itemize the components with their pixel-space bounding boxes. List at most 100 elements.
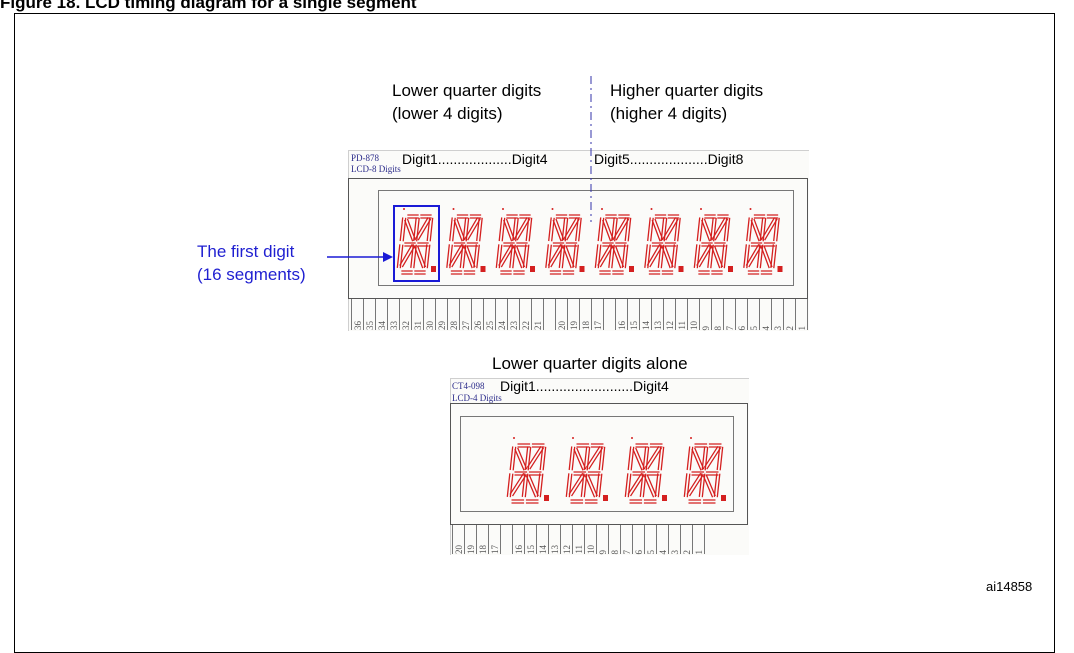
pin-gap [604, 299, 616, 330]
segment-13 [651, 218, 664, 242]
lower-quarter-line1: Lower quarter digits [392, 81, 542, 100]
segment-15 [627, 472, 645, 497]
pin-24: 24 [496, 299, 508, 330]
segment-13 [632, 447, 646, 471]
lcd8-range-left: Digit1...................Digit4 [402, 151, 548, 167]
pin-27: 27 [460, 299, 472, 330]
decimal-point [544, 495, 549, 501]
segment-11 [511, 499, 525, 504]
segment-15 [745, 243, 762, 268]
pin-16: 16 [513, 525, 525, 554]
segment-14 [563, 217, 580, 241]
segment-11 [599, 270, 611, 275]
digit-1 [506, 437, 549, 504]
segment-12 [414, 270, 426, 275]
digit-5 [594, 208, 634, 275]
pin-gap [501, 525, 513, 554]
segment-4 [657, 446, 665, 471]
segment-13 [514, 447, 528, 471]
pin-9: 9 [700, 299, 712, 330]
pin-15: 15 [628, 299, 640, 330]
lcd8-subtitle: LCD-8 Digits [351, 164, 401, 174]
lcd8-range-right: Digit5....................Digit8 [594, 151, 744, 167]
pin-5: 5 [748, 299, 760, 330]
segment-12 [513, 270, 525, 275]
digit-marker [502, 208, 504, 210]
decimal-point [629, 266, 634, 272]
segment-15 [547, 243, 564, 268]
digit-marker [403, 208, 405, 210]
digit-2 [565, 437, 608, 504]
segment-16 [711, 245, 724, 269]
segment-11 [629, 499, 643, 504]
lcd4-subtitle: LCD-4 Digits [452, 393, 502, 403]
pin-32: 32 [400, 299, 412, 330]
decimal-point [530, 266, 535, 272]
segment-15 [498, 243, 515, 268]
lcd4-digits [506, 437, 726, 504]
digit-marker [551, 208, 554, 210]
segment-1 [506, 214, 518, 219]
segment-15 [646, 243, 663, 268]
segment-9 [713, 473, 721, 498]
pin-4: 4 [657, 525, 669, 554]
pin-34: 34 [376, 299, 388, 330]
pin-18: 18 [477, 525, 489, 554]
segment-16 [702, 474, 716, 498]
figure-reference-id: ai14858 [986, 579, 1033, 594]
digit-marker [650, 208, 653, 210]
pin-16: 16 [616, 299, 628, 330]
higher-quarter-line1: Higher quarter digits [610, 81, 764, 100]
pin-gap [544, 299, 556, 330]
segment-4 [598, 446, 606, 471]
pin-18: 18 [580, 299, 592, 330]
segment-12 [463, 270, 476, 275]
decimal-point [579, 266, 585, 272]
segment-16 [525, 474, 539, 498]
pin-31: 31 [412, 299, 424, 330]
segment-11 [648, 270, 661, 275]
first-digit-line1: The first digit [197, 242, 295, 261]
digit-7 [693, 208, 733, 275]
segment-1 [605, 214, 617, 219]
segment-11 [747, 270, 760, 275]
segment-6 [750, 242, 763, 247]
pin-14: 14 [537, 525, 549, 554]
segment-12 [562, 270, 575, 275]
segment-16 [643, 474, 657, 498]
digit-3 [495, 208, 535, 275]
pin-5: 5 [645, 525, 657, 554]
pin-29: 29 [436, 299, 448, 330]
segment-13 [602, 218, 615, 242]
pin-25: 25 [484, 299, 496, 330]
digit-marker [572, 437, 574, 439]
pin-14: 14 [640, 299, 652, 330]
segment-12 [760, 270, 773, 275]
decimal-point [777, 266, 783, 272]
digit-marker [601, 208, 603, 210]
segment-15 [597, 243, 614, 268]
digit-1 [396, 208, 436, 275]
pin-11: 11 [676, 299, 688, 330]
segment-16 [661, 245, 674, 269]
segment-14 [662, 217, 679, 241]
pin-19: 19 [465, 525, 477, 554]
pin-12: 12 [561, 525, 573, 554]
lower-alone-label: Lower quarter digits alone [492, 354, 688, 373]
pin-1: 1 [693, 525, 705, 554]
lcd4-model: CT4-098 [452, 381, 485, 391]
pin-4: 4 [760, 299, 772, 330]
lcd4-display-window [460, 416, 734, 512]
decimal-point [431, 266, 436, 272]
digit-marker [749, 208, 752, 210]
segment-15 [568, 472, 586, 497]
digit-4 [683, 437, 726, 504]
lcd8-display-window [378, 190, 794, 286]
segment-6 [602, 242, 614, 247]
segment-15 [509, 472, 527, 497]
higher-quarter-label: Higher quarter digits (higher 4 digits) [610, 79, 763, 125]
first-digit-line2: (16 segments) [197, 265, 306, 284]
pin-7: 7 [724, 299, 736, 330]
lcd4-range: Digit1.........................Digit4 [500, 378, 669, 394]
pin-8: 8 [712, 299, 724, 330]
